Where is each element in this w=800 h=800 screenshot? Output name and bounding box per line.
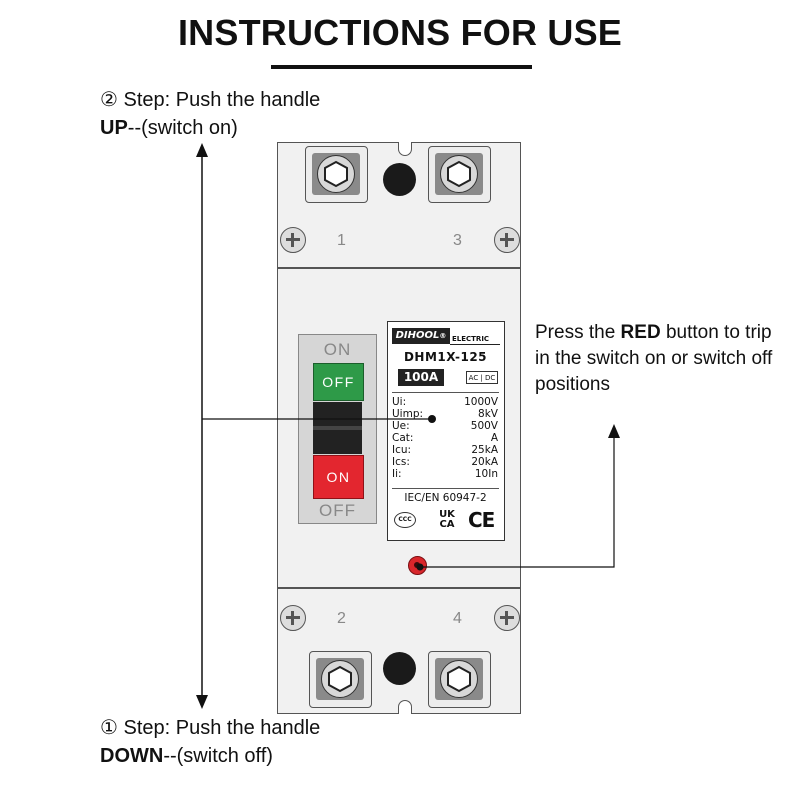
ccc-mark-icon: CCC [394, 512, 416, 528]
handle-groove [313, 426, 362, 430]
spec-row: Ui: 1000V [392, 396, 498, 408]
screw-icon [280, 227, 306, 253]
terminal-2 [309, 651, 372, 708]
top-mounting-hole [383, 163, 416, 196]
brand-rule [450, 344, 500, 345]
press-red-word: RED [620, 322, 661, 343]
red-button-pointer-line [420, 433, 615, 568]
model-number: DHM1X-125 [403, 350, 488, 364]
terminal-3 [428, 146, 491, 203]
specs-divider [392, 392, 499, 393]
press-text-2: button to trip in the switch on or switc… [535, 322, 773, 395]
spec-row: Icu: 25kA [392, 444, 498, 456]
red-button-instruction: Press the RED button to trip in the swit… [535, 320, 775, 398]
hex-socket-icon [324, 160, 348, 188]
on-handle-face[interactable]: ON [313, 455, 364, 499]
arrow-up-icon [196, 143, 208, 157]
brand-name: DIHOOL [395, 330, 440, 341]
top-notch [398, 142, 412, 156]
step-1-instruction: ① Step: Push the handle DOWN--(switch of… [100, 714, 320, 770]
press-text-1: Press the [535, 322, 621, 343]
terminal-number-3: 3 [453, 232, 462, 249]
step-2-line-2: UP--(switch on) [100, 114, 320, 142]
bottom-mounting-hole [383, 652, 416, 685]
pointer-dot-icon [416, 563, 424, 571]
spec-key: Cat: [392, 432, 414, 444]
spec-key: Uimp: [392, 408, 424, 420]
spec-row: Cat: A [392, 432, 498, 444]
spec-value: 10In [474, 468, 498, 480]
spec-value: A [490, 432, 498, 444]
spec-row: Uimp: 8kV [392, 408, 498, 420]
step-1-line-1: ① Step: Push the handle [100, 717, 321, 739]
terminal-number-4: 4 [453, 610, 462, 627]
ukca-bottom: CA [439, 519, 455, 530]
step-2-suffix: --(switch on) [127, 117, 238, 139]
spec-key: Ii: [392, 468, 402, 480]
ukca-top: UK [439, 509, 455, 520]
switch-on-label: ON [323, 340, 352, 359]
spec-value: 8kV [478, 408, 498, 420]
step-1-line-2: DOWN--(switch off) [100, 742, 320, 770]
hex-socket-icon [447, 665, 471, 693]
rating-label: DIHOOL® ELECTRIC DHM1X-125 100A AC | DC … [387, 321, 505, 541]
terminal-number-2: 2 [337, 610, 346, 627]
spec-value: 500V [470, 420, 498, 432]
hex-socket-icon [328, 665, 352, 693]
step-2-instruction: ② Step: Push the handle UP--(switch on) [100, 86, 320, 142]
brand-subtitle: ELECTRIC [452, 335, 490, 343]
bottom-notch [398, 700, 412, 714]
page-title: INSTRUCTIONS FOR USE [177, 12, 622, 53]
brand-registered-mark: ® [439, 332, 447, 340]
off-handle-face[interactable]: OFF [313, 363, 364, 401]
spec-key: Icu: [392, 444, 412, 456]
spec-key: Ue: [392, 420, 410, 432]
hex-socket-icon [447, 160, 471, 188]
terminal-4 [428, 651, 491, 708]
spec-value: 1000V [464, 396, 498, 408]
ce-mark-icon: CE [468, 508, 495, 532]
screw-icon [280, 605, 306, 631]
spec-value: 20kA [471, 456, 498, 468]
terminal-number-1: 1 [337, 232, 346, 249]
standard-text: IEC/EN 60947-2 [404, 492, 487, 504]
screw-icon [494, 227, 520, 253]
switch-off-label: OFF [319, 501, 356, 520]
title-underline [271, 65, 532, 69]
spec-row: Ue: 500V [392, 420, 498, 432]
arrow-down-icon [196, 695, 208, 709]
spec-key: Ics: [392, 456, 410, 468]
step-2-line-1: ② Step: Push the handle [100, 89, 321, 111]
spec-row: Ii: 10In [392, 468, 498, 480]
screw-icon [494, 605, 520, 631]
step-2-up-word: UP [100, 117, 128, 139]
ac-dc-badge: AC | DC [466, 371, 498, 384]
terminal-1 [305, 146, 368, 203]
spec-key: Ui: [392, 396, 407, 408]
current-rating: 100A [398, 369, 444, 386]
standard-divider [392, 488, 499, 489]
brand-logo: DIHOOL® [392, 328, 450, 344]
step-1-suffix: --(switch off) [163, 745, 273, 767]
step-1-down-word: DOWN [100, 745, 164, 767]
spec-row: Ics: 20kA [392, 456, 498, 468]
pointer-dot-icon [428, 415, 436, 423]
arrow-up-icon [608, 424, 620, 438]
spec-value: 25kA [471, 444, 498, 456]
